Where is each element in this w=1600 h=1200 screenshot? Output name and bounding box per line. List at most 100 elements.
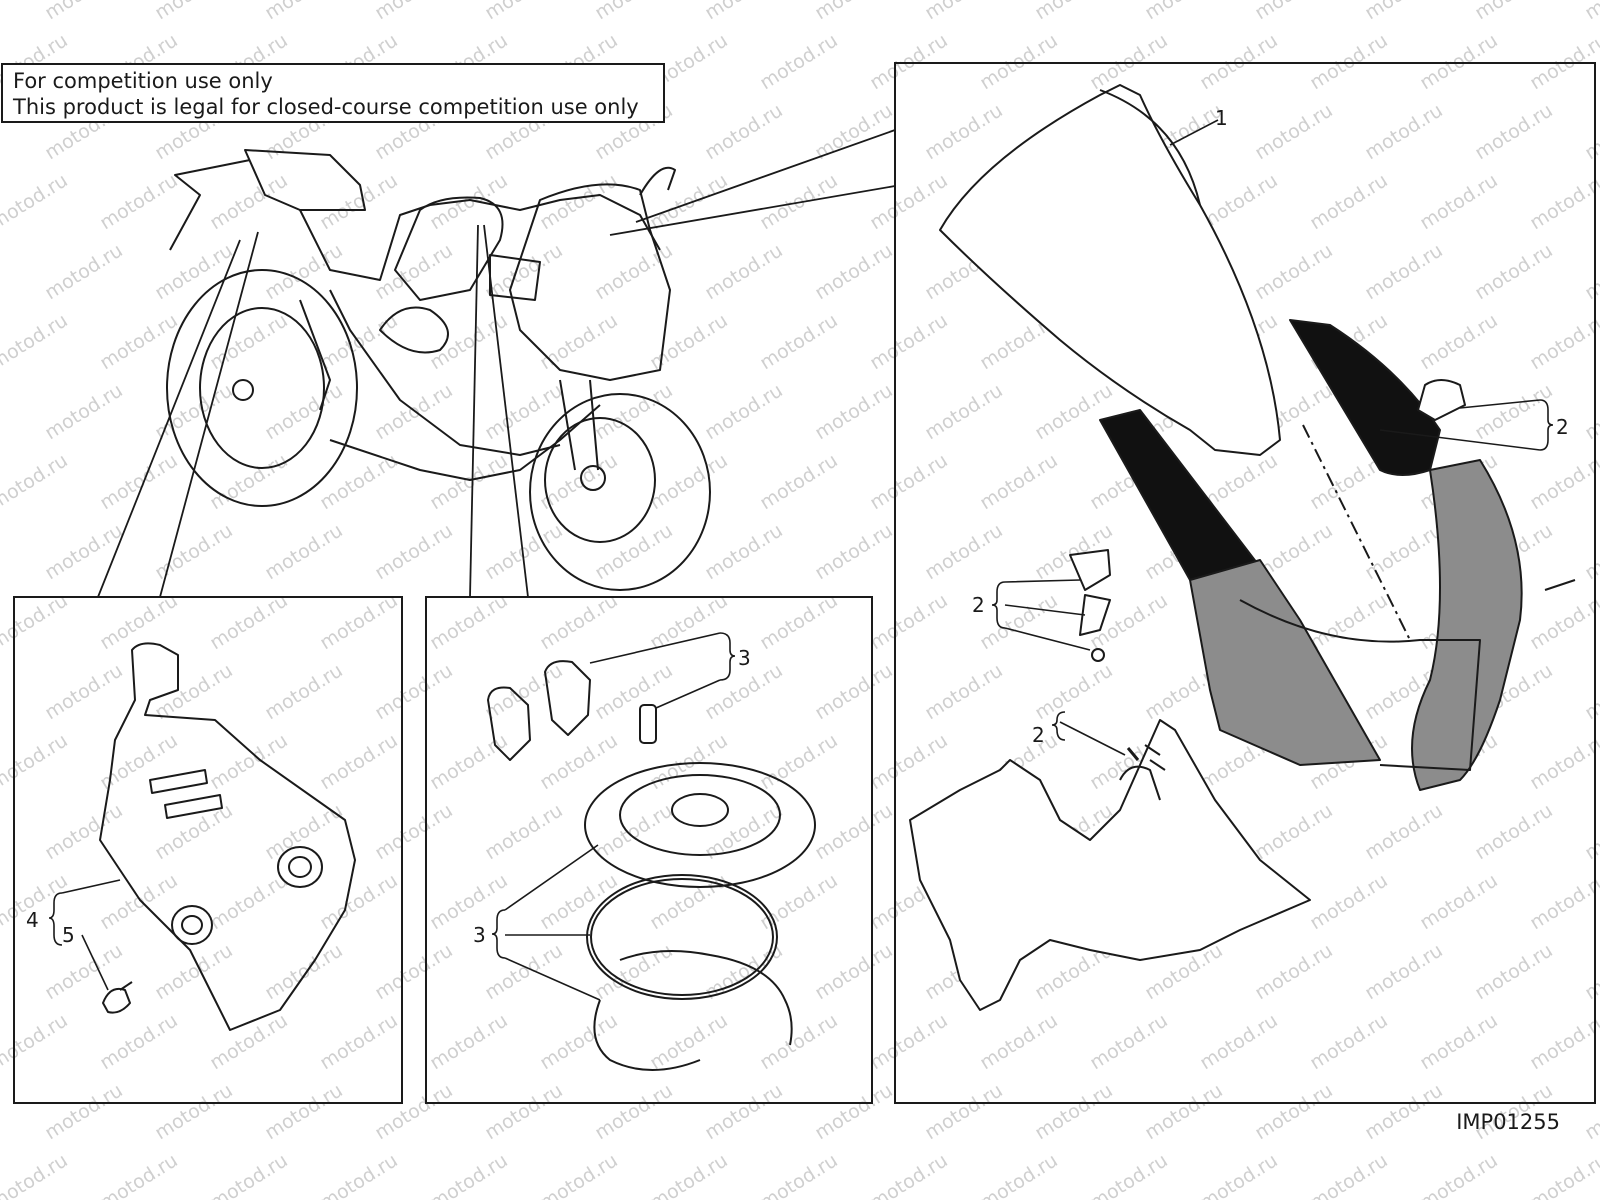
- watermark-text: motod.ru: [1471, 0, 1557, 24]
- fairing-center-line: [1302, 424, 1411, 641]
- watermark-text: motod.ru: [811, 239, 897, 304]
- watermark-text: motod.ru: [426, 729, 512, 794]
- watermark-text: motod.ru: [1251, 99, 1337, 164]
- watermark-text: motod.ru: [1526, 169, 1600, 234]
- watermark-text: motod.ru: [701, 0, 787, 24]
- rear-hub: [232, 379, 254, 401]
- brace-4-5: [48, 892, 63, 946]
- watermark-text: motod.ru: [371, 1079, 457, 1144]
- watermark-text: motod.ru: [0, 729, 72, 794]
- watermark-text: motod.ru: [1251, 0, 1337, 24]
- brace-2-screw: [1051, 711, 1066, 741]
- panel-fairing: [894, 62, 1596, 1104]
- watermark-text: motod.ru: [976, 29, 1062, 94]
- watermark-text: motod.ru: [206, 1009, 292, 1074]
- watermark-text: motod.ru: [1581, 379, 1600, 444]
- watermark-text: motod.ru: [316, 589, 402, 654]
- watermark-text: motod.ru: [41, 939, 127, 1004]
- watermark-text: motod.ru: [1526, 1149, 1600, 1200]
- watermark-text: motod.ru: [426, 1149, 512, 1200]
- watermark-text: motod.ru: [1471, 799, 1557, 864]
- watermark-text: motod.ru: [1196, 1009, 1282, 1074]
- fairing-parts: [909, 84, 1576, 1011]
- leader-heat-guard-left: [97, 239, 241, 598]
- watermark-text: motod.ru: [371, 939, 457, 1004]
- fairing-panel-right-dark: [1289, 319, 1441, 476]
- leader-2-left: [1004, 579, 1091, 651]
- watermark-text: motod.ru: [536, 1009, 622, 1074]
- fuel-cap-body: [584, 762, 816, 888]
- callout-2-screw: 2: [1032, 723, 1045, 747]
- watermark-text: motod.ru: [701, 519, 787, 584]
- windscreen: [939, 84, 1281, 456]
- watermark-text: motod.ru: [536, 1149, 622, 1200]
- watermark-text: motod.ru: [921, 519, 1007, 584]
- watermark-text: motod.ru: [1251, 239, 1337, 304]
- watermark-text: motod.ru: [1581, 659, 1600, 724]
- heat-guard-part: [99, 642, 356, 1031]
- watermark-text: motod.ru: [1471, 939, 1557, 1004]
- rear-rim: [199, 307, 325, 469]
- watermark-text: motod.ru: [1361, 239, 1447, 304]
- o-ring-seal: [586, 874, 778, 1000]
- watermark-text: motod.ru: [536, 589, 622, 654]
- tail-section: [244, 149, 366, 211]
- leader-fairing-top: [635, 129, 896, 223]
- watermark-text: motod.ru: [316, 729, 402, 794]
- watermark-text: motod.ru: [701, 379, 787, 444]
- brace-3-top: [719, 632, 736, 681]
- watermark-text: motod.ru: [921, 1079, 1007, 1144]
- lower-body-line: [329, 289, 561, 456]
- watermark-text: motod.ru: [1526, 729, 1600, 794]
- watermark-text: motod.ru: [481, 799, 567, 864]
- watermark-text: motod.ru: [921, 99, 1007, 164]
- front-fairing: [509, 183, 671, 381]
- motorcycle-illustration: [166, 149, 711, 591]
- upper-body-line: [299, 194, 661, 281]
- watermark-text: motod.ru: [866, 1009, 952, 1074]
- watermark-text: motod.ru: [646, 169, 732, 234]
- watermark-text: motod.ru: [536, 309, 622, 374]
- watermark-text: motod.ru: [1361, 519, 1447, 584]
- watermark-text: motod.ru: [1251, 1079, 1337, 1144]
- watermark-text: motod.ru: [1306, 1009, 1392, 1074]
- belly-pan: [329, 404, 601, 481]
- watermark-text: motod.ru: [426, 449, 512, 514]
- mirror: [639, 166, 676, 196]
- leader-3-bottom: [504, 844, 601, 1001]
- watermark-text: motod.ru: [1361, 99, 1447, 164]
- watermark-text: motod.ru: [976, 1149, 1062, 1200]
- fairing-side-screw: [1544, 579, 1576, 591]
- mirror-screw-left: [1091, 648, 1105, 662]
- watermark-text: motod.ru: [701, 239, 787, 304]
- watermark-text: motod.ru: [96, 169, 182, 234]
- brace-2-right: [1539, 399, 1554, 451]
- watermark-text: motod.ru: [426, 1009, 512, 1074]
- watermark-text: motod.ru: [701, 99, 787, 164]
- watermark-text: motod.ru: [316, 169, 402, 234]
- watermark-text: motod.ru: [261, 659, 347, 724]
- callout-5: 5: [62, 923, 75, 947]
- callout-3-top: 3: [738, 646, 751, 670]
- watermark-text: motod.ru: [646, 1149, 732, 1200]
- watermark-text: motod.ru: [1031, 379, 1117, 444]
- leader-fuel-cap-right: [483, 224, 529, 598]
- competition-notice: For competition use only This product is…: [1, 63, 665, 123]
- watermark-text: motod.ru: [371, 799, 457, 864]
- watermark-text: motod.ru: [976, 449, 1062, 514]
- watermark-text: motod.ru: [371, 659, 457, 724]
- engine-cover: [379, 306, 449, 354]
- watermark-text: motod.ru: [591, 799, 677, 864]
- watermark-text: motod.ru: [756, 869, 842, 934]
- leader-4: [61, 879, 121, 894]
- watermark-text: motod.ru: [1361, 939, 1447, 1004]
- watermark-text: motod.ru: [151, 939, 237, 1004]
- watermark-text: motod.ru: [1526, 29, 1600, 94]
- watermark-text: motod.ru: [921, 379, 1007, 444]
- watermark-text: motod.ru: [0, 169, 72, 234]
- cap-cover-left: [487, 686, 531, 761]
- fairing-bracket-screw: [1126, 747, 1140, 761]
- watermark-text: motod.ru: [481, 659, 567, 724]
